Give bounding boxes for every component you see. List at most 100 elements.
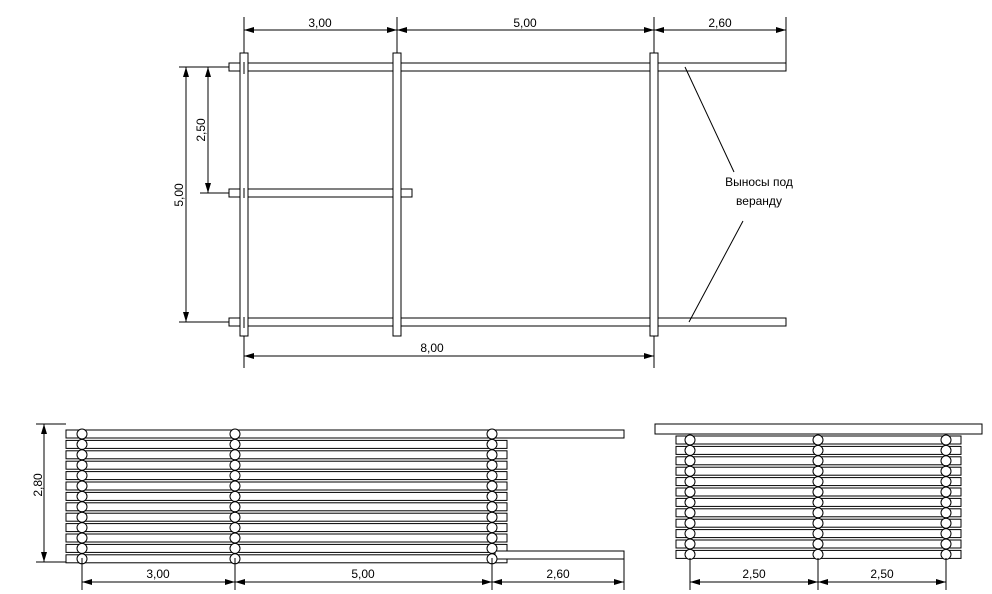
side-log-end — [76, 532, 88, 544]
end-horizontal-dimensions: 2,50 2,50 — [689, 558, 947, 590]
side-log-end — [486, 532, 498, 544]
side-log-end — [76, 542, 88, 554]
side-log-end — [486, 480, 498, 492]
side-log-end — [76, 511, 88, 523]
end-log-end — [684, 528, 696, 540]
end-log-end — [684, 517, 696, 529]
end-log-end — [812, 548, 824, 560]
plan-dim-5m-vertical: 5,00 — [172, 183, 186, 207]
side-log — [65, 460, 508, 470]
side-log — [65, 533, 508, 543]
end-log-end — [940, 538, 952, 550]
end-log-end — [812, 528, 824, 540]
plan-beam-middle — [228, 188, 413, 198]
end-log-end — [684, 444, 696, 456]
side-log-end — [486, 511, 498, 523]
end-log-end — [684, 507, 696, 519]
side-log-end — [229, 459, 241, 471]
veranda-label-line1: Выносы под — [725, 175, 793, 189]
plan-top-dimensions: 3,00 5,00 2,60 — [243, 16, 787, 63]
end-log-end — [684, 465, 696, 477]
end-log-end — [684, 538, 696, 550]
side-log-end — [76, 501, 88, 513]
side-log-end — [76, 522, 88, 534]
side-dim-height: 2,80 — [31, 473, 45, 497]
side-log-end — [229, 532, 241, 544]
end-log-end — [940, 507, 952, 519]
end-log-end — [812, 465, 824, 477]
veranda-label-line2: веранду — [736, 194, 782, 208]
side-log-end — [229, 449, 241, 461]
side-log-end — [486, 459, 498, 471]
side-log — [65, 439, 508, 449]
side-log-end — [229, 522, 241, 534]
end-log-end — [940, 486, 952, 498]
plan-dim-2-5m-vertical: 2,50 — [194, 118, 208, 142]
side-log-end — [229, 501, 241, 513]
plan-beam-top — [228, 62, 787, 72]
side-log-end — [229, 511, 241, 523]
end-dim-2-5m-right: 2,50 — [870, 567, 894, 581]
side-log-end — [486, 428, 498, 440]
end-log-end — [684, 434, 696, 446]
side-bottom-beam — [494, 550, 625, 560]
plan-dim-2-6m: 2,60 — [708, 16, 732, 30]
end-log-end — [684, 486, 696, 498]
plan-view: 3,00 5,00 2,60 8,00 5,00 2,50 Выносы под — [172, 16, 793, 368]
side-dim-5m: 5,00 — [351, 567, 375, 581]
end-log-end — [940, 434, 952, 446]
side-log-end — [76, 449, 88, 461]
end-log-end — [940, 444, 952, 456]
side-log-end — [486, 501, 498, 513]
plan-bottom-dimension: 8,00 — [243, 336, 655, 368]
end-log-end — [812, 496, 824, 508]
end-log-end — [812, 434, 824, 446]
side-log-end — [486, 470, 498, 482]
side-dim-2-6m: 2,60 — [546, 567, 570, 581]
side-log-end — [229, 428, 241, 440]
end-log-end — [812, 455, 824, 467]
side-elevation: 2,80 3,00 5,00 2,60 — [31, 423, 625, 590]
side-log — [65, 481, 508, 491]
side-log-end — [486, 522, 498, 534]
side-log-end — [229, 438, 241, 450]
end-log-end — [812, 444, 824, 456]
end-log-end — [940, 476, 952, 488]
plan-post-right — [649, 52, 659, 337]
plan-dim-3m: 3,00 — [308, 16, 332, 30]
side-log — [65, 491, 508, 501]
side-log-end — [486, 438, 498, 450]
side-log-end — [486, 542, 498, 554]
side-log — [65, 523, 508, 533]
side-log — [65, 543, 508, 553]
veranda-annotation: Выносы под веранду — [684, 66, 793, 323]
end-log-end — [812, 486, 824, 498]
side-log — [65, 471, 508, 481]
end-log-end — [940, 496, 952, 508]
side-height-dimension: 2,80 — [31, 423, 66, 563]
end-log-end — [812, 476, 824, 488]
side-log-end — [229, 470, 241, 482]
plan-post-middle — [392, 52, 402, 337]
side-log-end — [76, 480, 88, 492]
end-top-beam — [654, 423, 983, 435]
end-dim-2-5m-left: 2,50 — [742, 567, 766, 581]
end-log-end — [940, 548, 952, 560]
end-elevation: 2,50 2,50 — [654, 423, 983, 590]
side-log-end — [229, 480, 241, 492]
side-log-end — [486, 449, 498, 461]
side-horizontal-dimensions: 3,00 5,00 2,60 — [81, 558, 625, 590]
plan-dim-5m: 5,00 — [513, 16, 537, 30]
end-log-end — [940, 465, 952, 477]
plan-left-dimensions: 5,00 2,50 — [172, 66, 229, 323]
plan-beam-bottom — [228, 317, 787, 327]
end-log-end — [940, 528, 952, 540]
end-log-end — [812, 507, 824, 519]
side-log-end — [76, 438, 88, 450]
side-top-beam — [494, 429, 625, 439]
side-log-end — [486, 490, 498, 502]
plan-dim-8m: 8,00 — [420, 341, 444, 355]
end-log-end — [812, 538, 824, 550]
side-log-end — [229, 490, 241, 502]
